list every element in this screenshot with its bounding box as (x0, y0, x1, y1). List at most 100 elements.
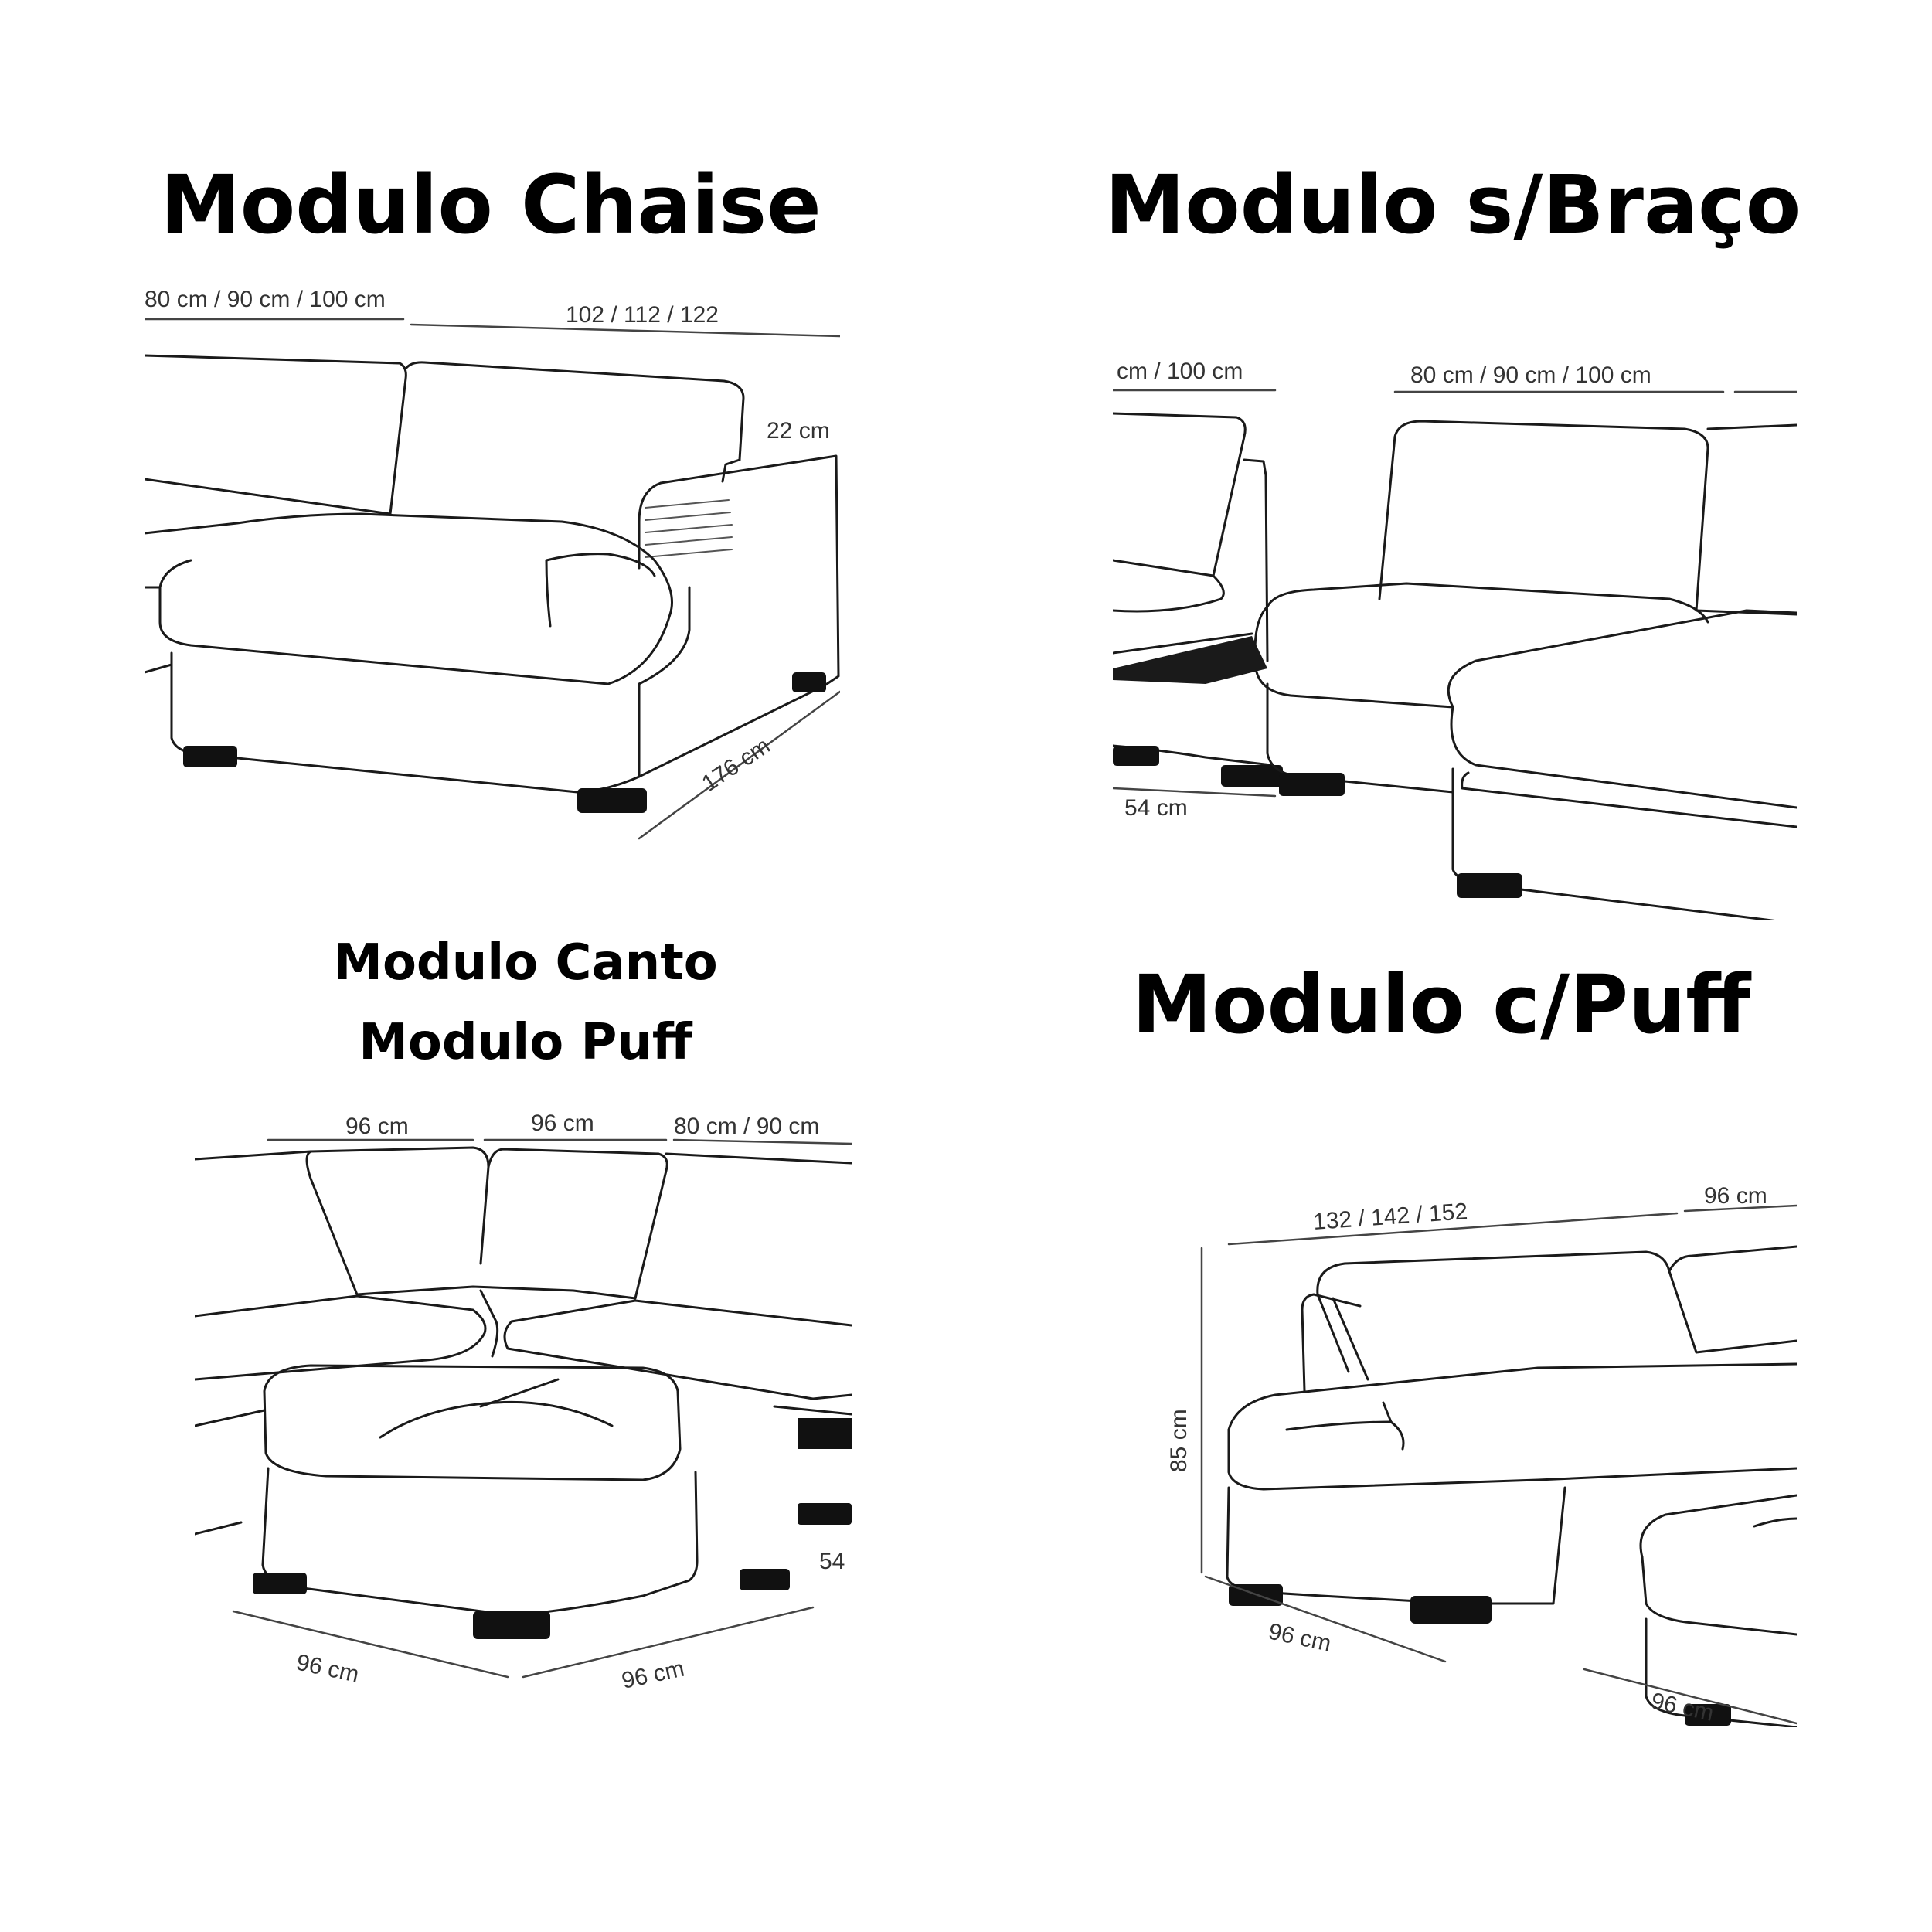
chaise-base (1645, 1617, 1797, 1727)
drawing-modulo-sem-braco: cm / 100 cm 80 cm / 90 cm / 100 cm 54 cm (1113, 344, 1797, 920)
drawing-modulo-chaise: 80 cm / 90 cm / 100 cm 102 / 112 / 122 2… (145, 282, 840, 854)
seat-front (1227, 1428, 1797, 1491)
label-seat-depth: 54 cm (1124, 795, 1188, 821)
seat-cushion (145, 512, 673, 685)
puff-seam-2 (479, 1378, 560, 1408)
puff-foot-right (740, 1569, 790, 1590)
dim-line-base-left (1204, 1575, 1447, 1663)
chaise-seat-top (1447, 609, 1797, 709)
base-side (638, 586, 691, 685)
right-base (773, 1405, 852, 1416)
dim-line-base-right (1583, 1668, 1797, 1725)
title-modulo-sem-braco: Modulo s/Braço (1104, 158, 1801, 252)
label-base-right: 96 cm (1649, 1689, 1716, 1726)
left-seat (1113, 559, 1225, 613)
drawing-modulo-canto-puff: 96 cm 96 cm 80 cm / 90 cm 54 (195, 1101, 852, 1696)
sofa-canto-puff-svg: 96 cm 96 cm 80 cm / 90 cm 54 (195, 1111, 852, 1694)
seat-seam (545, 553, 656, 577)
foot-front (1410, 1596, 1492, 1624)
label-base-right: 96 cm (620, 1656, 687, 1694)
label-top-left: 96 cm (345, 1114, 409, 1139)
back-top-right (1668, 1245, 1797, 1273)
sofa-com-puff-svg: 132 / 142 / 152 96 cm 85 cm (1166, 1183, 1797, 1727)
back-left-module (195, 1146, 490, 1265)
back-corner-cushion (487, 1148, 668, 1300)
back-cushion-right (404, 361, 745, 461)
puff-foot-left (253, 1573, 307, 1594)
foot-right (798, 1503, 852, 1525)
label-top-center: 96 cm (531, 1111, 594, 1136)
foot-left (183, 746, 237, 767)
foot-chaise (1685, 1704, 1731, 1726)
corner-seat-seam (479, 1289, 499, 1358)
label-base-left: 96 cm (294, 1650, 362, 1688)
sofa-chaise-svg: 80 cm / 90 cm / 100 cm 102 / 112 / 122 2… (145, 287, 840, 840)
right-base-shadow (798, 1418, 852, 1449)
label-top-left: cm / 100 cm (1117, 359, 1243, 384)
puff-cushion (263, 1364, 682, 1481)
base-body (170, 651, 641, 794)
seat-seam (1285, 1420, 1405, 1451)
foot-left-1 (1113, 746, 1159, 766)
back-cushion-left (145, 354, 407, 515)
label-top-right: 80 cm / 90 cm (674, 1114, 819, 1139)
center-seat-top (1266, 582, 1709, 624)
arm-top (659, 454, 840, 687)
chaise-seat-top (1639, 1494, 1797, 1559)
sofa-sem-braco-svg: cm / 100 cm 80 cm / 90 cm / 100 cm 54 cm (1113, 359, 1797, 920)
seat-seam-2 (1382, 1401, 1393, 1423)
foot-front (577, 788, 647, 813)
label-top-center: 80 cm / 90 cm / 100 cm (1410, 362, 1651, 388)
drawing-modulo-com-puff: 132 / 142 / 152 96 cm 85 cm (1151, 1155, 1797, 1727)
seat-top (1227, 1362, 1797, 1431)
back-base-line (145, 478, 392, 515)
foot-left-2 (1221, 765, 1283, 787)
puff-base (261, 1467, 699, 1617)
dim-line-depth (638, 690, 840, 840)
dim-line-top-left (1227, 1212, 1679, 1246)
label-top-left: 80 cm / 90 cm / 100 cm (145, 287, 386, 312)
center-back-cushion (1378, 420, 1709, 612)
back-right-top (665, 1152, 852, 1165)
dim-line-top-right (1683, 1204, 1797, 1213)
left-arm-stub (1243, 458, 1269, 662)
dim-line-base-right (522, 1606, 815, 1679)
corner-seat-back (355, 1285, 637, 1300)
label-top-right: 102 / 112 / 122 (566, 302, 719, 328)
right-seat (503, 1299, 852, 1400)
chaise-seat-front (1641, 1556, 1797, 1636)
chaise-base-seam (1461, 771, 1797, 828)
foot-back (792, 672, 826, 692)
right-back-top (1706, 423, 1797, 430)
label-height: 85 cm (1166, 1409, 1192, 1472)
puff-foot-front (473, 1611, 550, 1639)
left-back-cushion (1113, 412, 1247, 577)
label-top-right: 96 cm (1704, 1183, 1767, 1209)
label-arm-height: 22 cm (767, 418, 830, 444)
back-bottom-right (1695, 1339, 1797, 1354)
arm-pad (721, 458, 741, 483)
arm-front (638, 481, 662, 570)
base-bottom-side (638, 684, 826, 778)
dim-line-seat-depth (1113, 787, 1277, 798)
right-back-bottom (1695, 609, 1797, 616)
title-modulo-puff: Modulo Puff (359, 1014, 692, 1071)
left-seat (195, 1294, 487, 1381)
left-base-bottom (195, 1521, 243, 1536)
title-modulo-com-puff: Modulo c/Puff (1131, 957, 1751, 1052)
chaise-seam (1753, 1517, 1797, 1528)
left-seat-edge (1113, 632, 1253, 655)
shadow-gap (1113, 636, 1267, 684)
label-base-left: 96 cm (1267, 1619, 1334, 1657)
dim-line-base-left (232, 1610, 509, 1679)
foot-center (1279, 773, 1345, 796)
title-modulo-chaise: Modulo Chaise (160, 158, 821, 252)
title-modulo-canto: Modulo Canto (333, 934, 718, 992)
arm-stub (1301, 1293, 1362, 1393)
center-seat-front (1253, 605, 1454, 709)
chaise-seat-front (1450, 706, 1797, 809)
foot-chaise (1457, 873, 1522, 898)
left-base-edge (195, 1409, 266, 1427)
dim-line-top-right (672, 1138, 852, 1145)
